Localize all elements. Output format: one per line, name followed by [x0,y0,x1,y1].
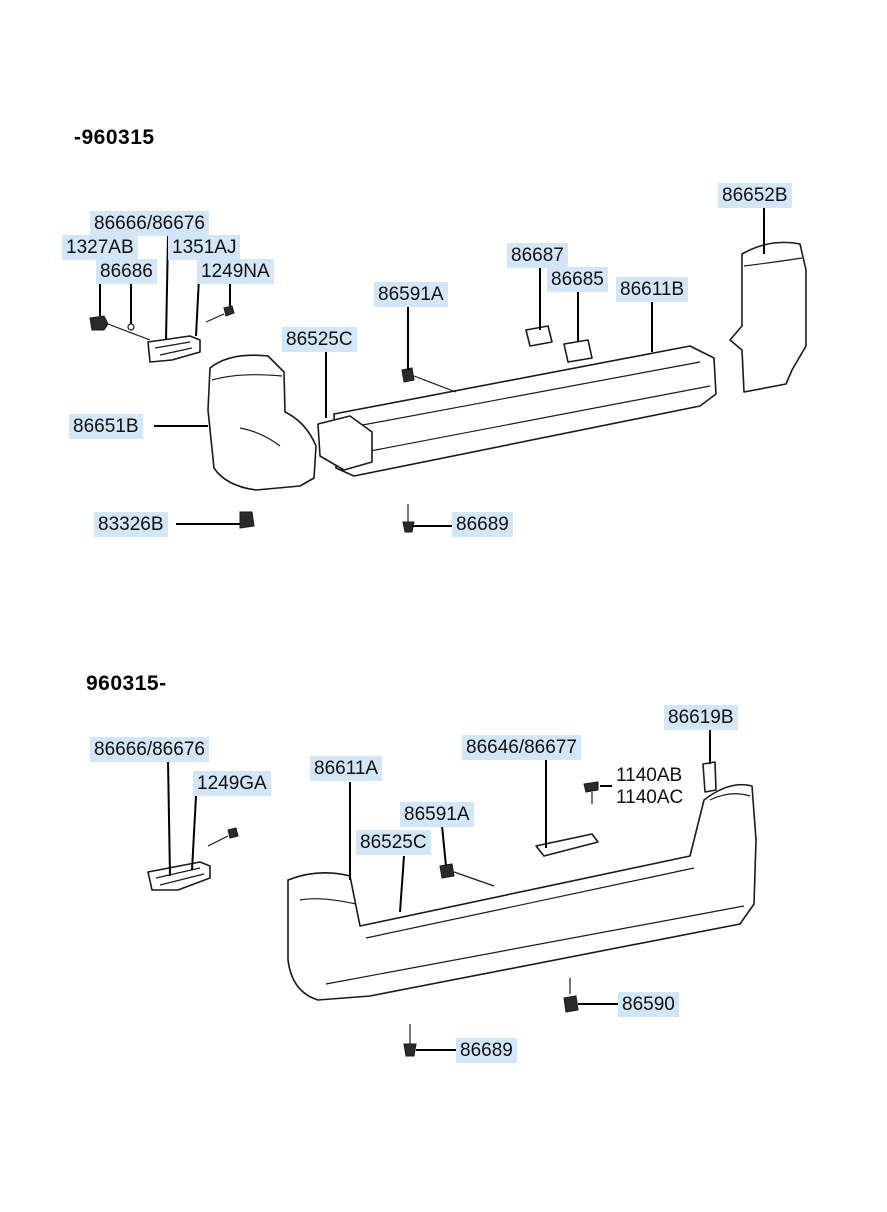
washer-86686 [127,323,135,331]
bracket-86666-upper [147,335,201,363]
section-title-after: 960315- [86,672,167,695]
label-1351aj[interactable]: 1351AJ [168,235,241,260]
cap-86685 [563,339,593,363]
screw-1249na [205,305,235,323]
nut-1327ab [89,315,109,331]
bolt-86591a-upper [401,367,457,393]
bolt-86689-lower [403,1024,417,1057]
label-1140ac[interactable]: 1140AC [616,787,684,808]
label-1140ab[interactable]: 1140AB [616,765,683,786]
label-86685[interactable]: 86685 [547,267,608,292]
label-86666-86676[interactable]: 86666/86676 [90,211,209,236]
label-86611a[interactable]: 86611A [310,756,383,781]
label-86687[interactable]: 86687 [507,243,568,268]
label-86611b[interactable]: 86611B [616,277,689,302]
label-1327ab[interactable]: 1327AB [62,235,138,260]
label-86652b[interactable]: 86652B [718,183,792,208]
label-86590[interactable]: 86590 [618,992,679,1017]
label-86591a-upper[interactable]: 86591A [374,282,448,307]
bolt-86591a-lower [439,863,495,887]
label-86619b[interactable]: 86619B [664,705,738,730]
bracket-86666-lower [147,861,211,891]
leader-lines [99,208,765,1051]
label-86689-upper[interactable]: 86689 [452,512,513,537]
label-86525c-upper[interactable]: 86525C [282,327,357,352]
label-86591a-lower[interactable]: 86591A [400,802,474,827]
clip-86590 [563,978,579,1013]
label-83326b[interactable]: 83326B [94,512,168,537]
bolt-86689-upper [402,504,415,533]
clip-83326b [239,511,255,529]
label-86646-86677[interactable]: 86646/86677 [462,735,581,760]
label-86651b[interactable]: 86651B [69,414,143,439]
label-86686[interactable]: 86686 [96,259,157,284]
screw-1140ab [583,781,599,804]
label-86689-lower[interactable]: 86689 [456,1038,517,1063]
label-86666-86676-lower[interactable]: 86666/86676 [90,737,209,762]
bumper-cover-86611a [287,783,757,1001]
stud-86619b [702,761,717,793]
bumper-corner-left-86651b [207,354,317,491]
label-86525c-lower[interactable]: 86525C [356,830,431,855]
label-1249ga[interactable]: 1249GA [193,771,271,796]
label-1249na[interactable]: 1249NA [197,259,274,284]
reinforcement-beam-86611b [317,345,717,477]
bumper-corner-right-86652b [729,241,807,393]
screw-1249ga [207,827,239,847]
bracket-86646 [535,833,599,857]
section-title-before: -960315 [74,126,155,149]
